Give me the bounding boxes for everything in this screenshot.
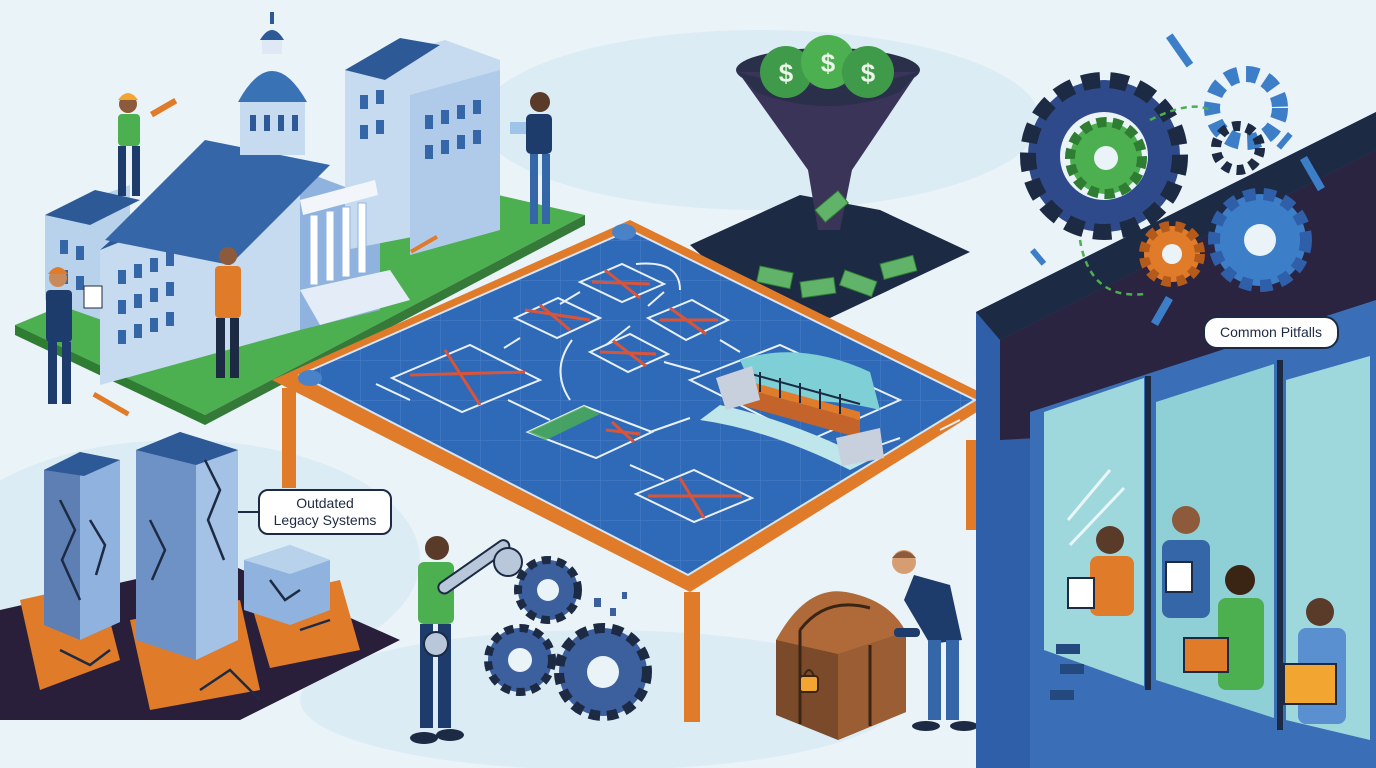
blueprint-icon <box>272 220 996 722</box>
pitfalls-callout-text: Common Pitfalls <box>1220 324 1322 340</box>
worker-icon <box>892 550 978 731</box>
wrench-icon <box>423 539 523 657</box>
legacy-systems-callout: Outdated Legacy Systems <box>258 489 392 535</box>
office-building-icon <box>976 112 1376 768</box>
svg-text:$: $ <box>779 58 794 88</box>
gear-icon <box>1020 33 1325 326</box>
box-icon <box>1283 663 1337 705</box>
gear-icon <box>484 556 652 721</box>
common-pitfalls-callout: Common Pitfalls <box>1203 316 1339 349</box>
treasure-chest-icon <box>776 591 906 740</box>
legacy-callout-line-1: Outdated <box>296 495 354 511</box>
crumbling-pillar-icon <box>0 432 400 720</box>
bridge-icon <box>700 352 884 470</box>
legacy-callout-line-2: Legacy Systems <box>273 512 377 528</box>
svg-text:$: $ <box>861 58 876 88</box>
money-funnel-icon: $ $ $ <box>690 35 970 318</box>
svg-text:$: $ <box>821 48 836 78</box>
worker-icon <box>46 92 552 417</box>
clipboard-icon <box>1067 577 1095 609</box>
padlock-icon <box>799 669 819 693</box>
dollar-bag-icon: $ $ $ <box>760 35 894 98</box>
capitol-building-icon <box>15 12 585 425</box>
